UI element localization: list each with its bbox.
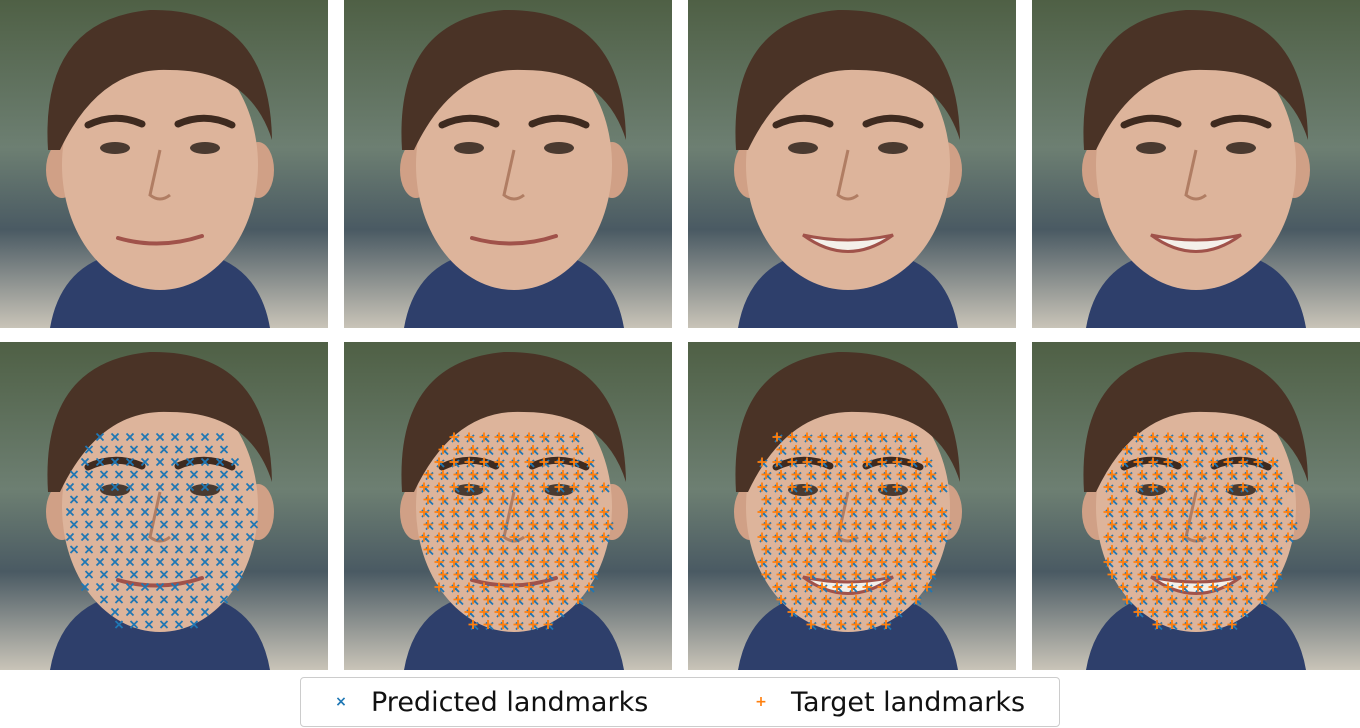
plus-marker-icon: + [755, 694, 767, 710]
face-image [688, 342, 1016, 670]
face-panel-r2-c1 [0, 342, 328, 670]
legend-item-predicted: × Predicted landmarks [321, 678, 648, 726]
face-image [0, 342, 328, 670]
face-panel-r1-c1 [0, 0, 328, 328]
landmark-overlay [757, 432, 952, 631]
face-panel-r1-c3 [688, 0, 1016, 328]
face-panel-r2-c3 [688, 342, 1016, 670]
face-panel-r1-c2 [344, 0, 672, 328]
legend: × Predicted landmarks + Target landmarks [300, 677, 1060, 727]
face-image [344, 342, 672, 670]
face-panel-r2-c4 [1032, 342, 1360, 670]
legend-label-target: Target landmarks [791, 686, 1026, 718]
face-image [688, 0, 1016, 328]
face-image [1032, 342, 1360, 670]
image-grid [0, 0, 1360, 670]
landmark-overlay [65, 432, 259, 629]
landmark-overlay [1103, 432, 1298, 631]
landmark-overlay [419, 432, 614, 631]
legend-label-predicted: Predicted landmarks [371, 686, 649, 718]
face-image [0, 0, 328, 328]
legend-item-target: + Target landmarks [741, 678, 1025, 726]
face-image [344, 0, 672, 328]
face-panel-r1-c4 [1032, 0, 1360, 328]
face-image [1032, 0, 1360, 328]
cross-marker-icon: × [335, 694, 347, 710]
face-panel-r2-c2 [344, 342, 672, 670]
